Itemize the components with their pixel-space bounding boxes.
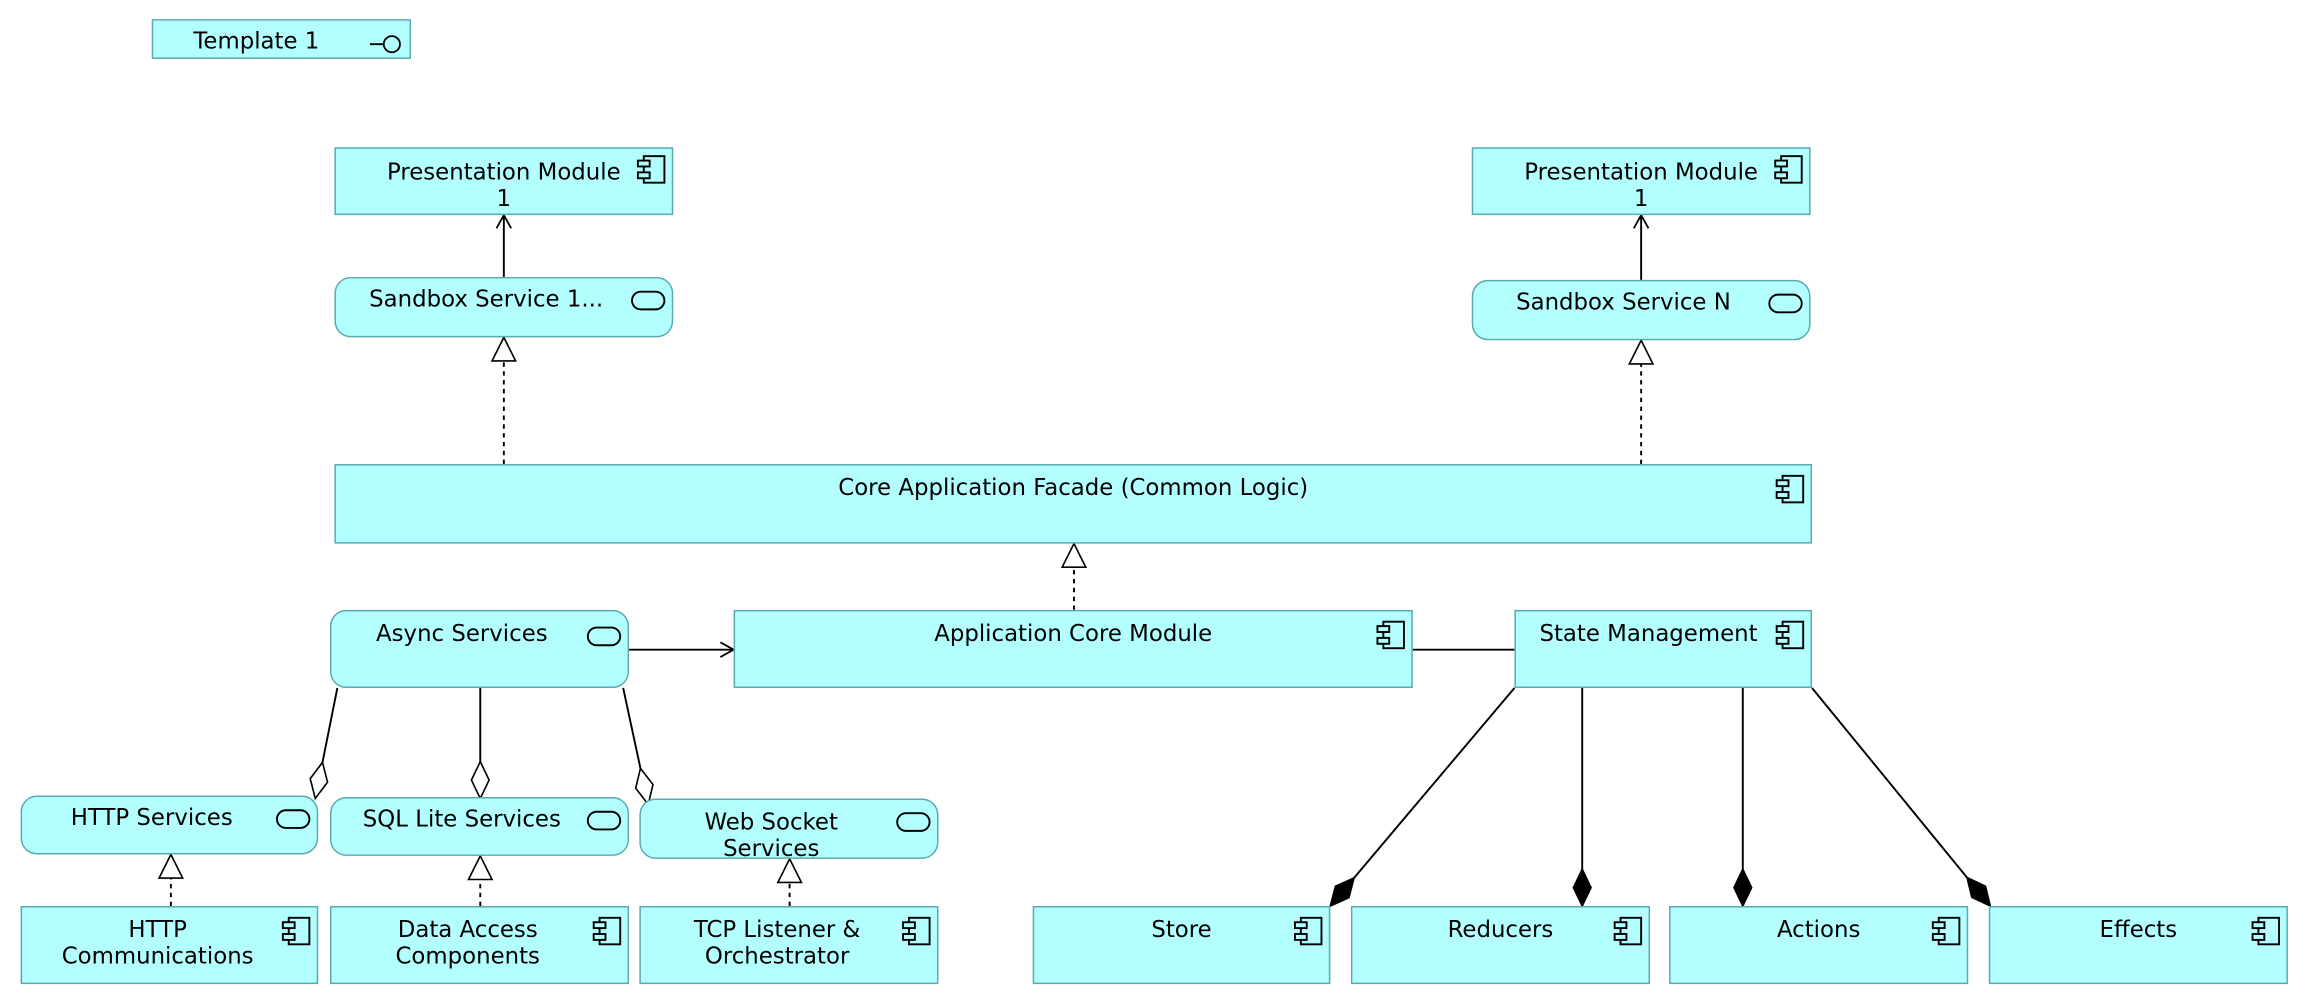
http-communications-label: HTTP Communications	[61, 916, 254, 970]
sql-lite-services-node[interactable]: SQL Lite Services	[329, 797, 630, 856]
service-icon	[631, 289, 666, 317]
sandbox-service-1-node[interactable]: Sandbox Service 1...	[334, 276, 674, 338]
presentation-module-n-label: Presentation Module 1	[1524, 159, 1758, 213]
service-icon	[896, 810, 931, 838]
composition-state-effects	[1811, 687, 1990, 906]
presentation-module-1-label: Presentation Module 1	[386, 159, 621, 213]
application-core-module-node[interactable]: Application Core Module	[733, 609, 1413, 688]
template-label: Template 1	[193, 27, 320, 55]
store-label: Store	[1151, 916, 1212, 943]
service-icon	[275, 807, 311, 835]
core-application-facade-label: Core Application Facade (Common Logic)	[838, 474, 1309, 501]
reducers-label: Reducers	[1447, 916, 1554, 943]
async-services-label: Async Services	[376, 620, 548, 647]
service-icon	[1768, 292, 1803, 320]
component-icon	[1931, 916, 1961, 951]
template-node[interactable]: Template 1	[151, 19, 412, 59]
presentation-module-n-node[interactable]: Presentation Module 1	[1471, 147, 1811, 216]
component-icon	[2251, 916, 2280, 951]
component-icon	[1613, 916, 1643, 951]
tcp-listener-orchestrator-node[interactable]: TCP Listener & Orchestrator	[639, 906, 939, 985]
http-communications-node[interactable]: HTTP Communications	[20, 906, 319, 985]
web-socket-services-label: Web Socket Services	[704, 808, 838, 859]
web-socket-services-node[interactable]: Web Socket Services	[639, 798, 939, 859]
tcp-listener-orchestrator-label: TCP Listener & Orchestrator	[693, 916, 861, 970]
data-access-components-node[interactable]: Data Access Components	[329, 906, 630, 985]
component-icon	[1774, 155, 1803, 190]
sql-lite-services-label: SQL Lite Services	[362, 805, 561, 833]
component-icon	[636, 155, 666, 190]
async-services-node[interactable]: Async Services	[329, 609, 630, 688]
service-icon	[586, 625, 622, 653]
http-services-label: HTTP Services	[70, 804, 233, 831]
state-management-node[interactable]: State Management	[1514, 609, 1813, 688]
component-icon	[281, 916, 311, 951]
aggregation-async-http	[315, 687, 339, 798]
aggregation-async-websocket	[622, 687, 648, 804]
service-icon	[586, 809, 622, 837]
presentation-module-1-node[interactable]: Presentation Module 1	[334, 147, 674, 216]
store-node[interactable]: Store	[1032, 906, 1331, 985]
effects-label: Effects	[2099, 916, 2178, 943]
sandbox-service-n-label: Sandbox Service N	[1516, 288, 1731, 316]
component-icon	[1775, 620, 1805, 655]
component-icon	[1376, 620, 1405, 655]
sandbox-service-n-node[interactable]: Sandbox Service N	[1471, 279, 1811, 341]
actions-label: Actions	[1776, 916, 1861, 943]
component-icon	[1775, 474, 1805, 509]
data-access-components-label: Data Access Components	[395, 916, 540, 970]
component-icon	[902, 916, 931, 951]
core-application-facade-node[interactable]: Core Application Facade (Common Logic)	[334, 464, 1813, 544]
sandbox-service-1-label: Sandbox Service 1...	[369, 285, 604, 313]
composition-state-store	[1330, 687, 1516, 906]
actions-node[interactable]: Actions	[1669, 906, 1969, 985]
application-core-module-label: Application Core Module	[934, 620, 1213, 647]
component-icon	[592, 916, 622, 951]
http-services-node[interactable]: HTTP Services	[20, 795, 319, 855]
interface-icon	[369, 32, 405, 57]
effects-node[interactable]: Effects	[1988, 906, 2288, 985]
state-management-label: State Management	[1539, 620, 1758, 647]
reducers-node[interactable]: Reducers	[1350, 906, 1650, 985]
component-icon	[1293, 916, 1323, 951]
